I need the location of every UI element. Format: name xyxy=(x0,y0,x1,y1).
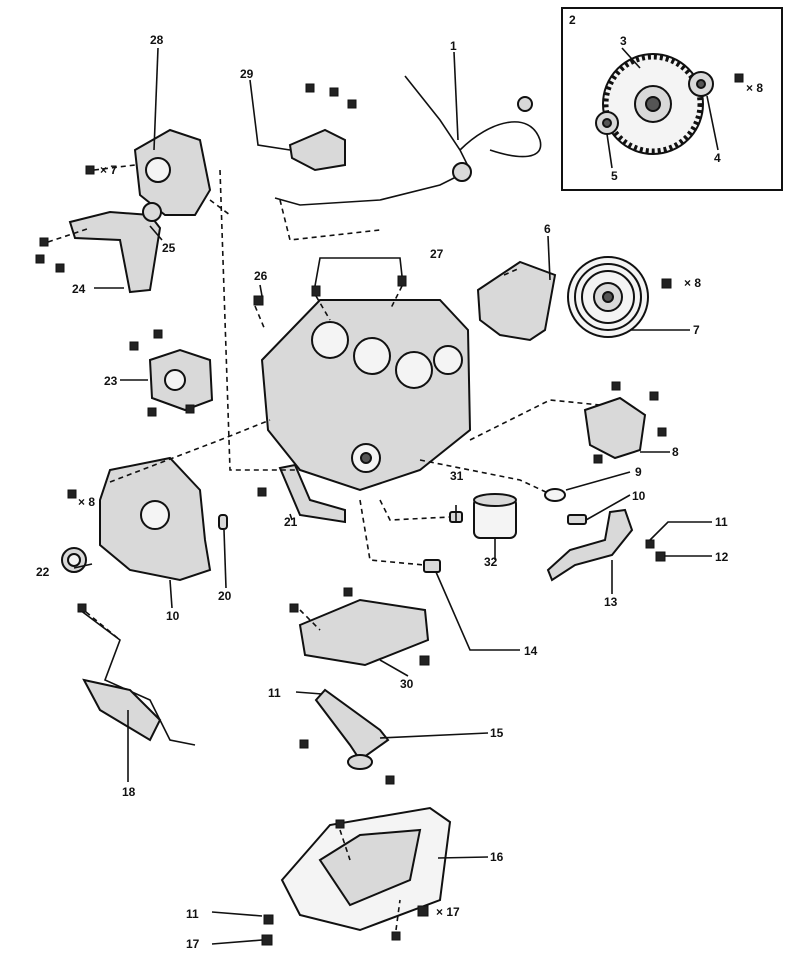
oil-fitting-part xyxy=(423,559,441,573)
multiplier-x17: × 17 xyxy=(436,905,460,919)
flywheel-bolt xyxy=(734,73,744,83)
flywheel-inset-box xyxy=(561,7,783,191)
water-pump-part xyxy=(133,128,212,216)
callout-11-pan: 11 xyxy=(186,907,199,921)
dowel-part xyxy=(218,514,228,530)
multiplier-x8-pulley: × 8 xyxy=(684,276,701,290)
callout-30: 30 xyxy=(400,677,414,691)
rear-plate-part xyxy=(476,260,557,342)
oil-pressure-switch-part xyxy=(567,514,587,525)
callout-27: 27 xyxy=(430,247,444,261)
callout-12: 12 xyxy=(715,550,729,564)
block-bolt xyxy=(253,295,264,306)
oil-pan-part xyxy=(261,806,452,946)
drive-plate-part xyxy=(688,71,714,97)
mount-bracket-part xyxy=(583,396,647,460)
callout-11-right: 11 xyxy=(715,515,728,529)
leader-lines xyxy=(73,47,719,945)
bracket-part xyxy=(288,128,346,172)
flywheel-part xyxy=(602,53,704,155)
callout-10-left: 10 xyxy=(166,609,180,623)
callout-22: 22 xyxy=(36,565,50,579)
callout-6: 6 xyxy=(544,222,551,236)
callout-25: 25 xyxy=(162,241,176,255)
callout-11-pickup: 11 xyxy=(268,686,281,700)
spacer-part xyxy=(595,111,619,135)
callout-20: 20 xyxy=(218,589,232,603)
callout-17: 17 xyxy=(186,937,200,951)
engine-block-part xyxy=(260,299,472,492)
multiplier-x7: × 7 xyxy=(100,163,117,177)
callout-5: 5 xyxy=(611,169,618,183)
support-bracket-part xyxy=(278,463,346,524)
callout-16: 16 xyxy=(490,850,504,864)
callout-23: 23 xyxy=(104,374,118,388)
crank-pulley-part xyxy=(567,256,649,338)
callout-8: 8 xyxy=(672,445,679,459)
pulley-bolt xyxy=(661,278,672,289)
callout-31: 31 xyxy=(450,469,464,483)
callout-28: 28 xyxy=(150,33,164,47)
o-ring-part xyxy=(544,488,566,502)
callout-3: 3 xyxy=(620,34,627,48)
callout-7: 7 xyxy=(693,323,700,337)
oil-filter-part xyxy=(473,493,517,539)
callout-4: 4 xyxy=(714,151,721,165)
callout-21: 21 xyxy=(284,515,298,529)
callout-24: 24 xyxy=(72,282,86,296)
oil-cooler-pipe-part xyxy=(546,508,634,582)
callout-32: 32 xyxy=(484,555,498,569)
callout-13: 13 xyxy=(604,595,618,609)
callout-18: 18 xyxy=(122,785,136,799)
callout-2: 2 xyxy=(569,13,576,27)
multiplier-x8-pump: × 8 xyxy=(78,495,95,509)
callout-26: 26 xyxy=(254,269,268,283)
coolant-pipe-part xyxy=(68,210,162,294)
oil-seal-part xyxy=(61,547,87,573)
callout-29: 29 xyxy=(240,67,254,81)
oil-pickup-part xyxy=(314,688,390,762)
callout-1: 1 xyxy=(450,39,457,53)
multiplier-x8-inset: × 8 xyxy=(746,81,763,95)
assembly-guides xyxy=(47,164,601,931)
callout-14: 14 xyxy=(524,644,538,658)
callout-10-right: 10 xyxy=(632,489,646,503)
callout-9: 9 xyxy=(635,465,642,479)
baffle-plate-part xyxy=(298,598,430,667)
callout-15: 15 xyxy=(490,726,504,740)
